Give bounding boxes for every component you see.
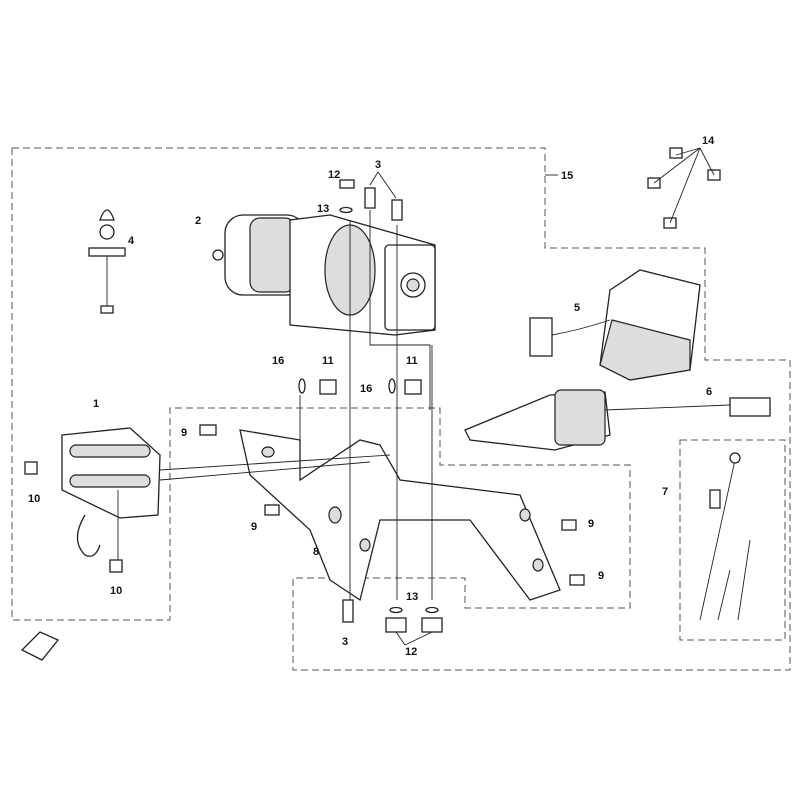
bolt-9 xyxy=(264,504,280,516)
callout-13: 13 xyxy=(317,203,329,215)
bolt-14 xyxy=(669,147,683,159)
assembly-boundary-15 xyxy=(12,147,791,432)
mounting-bracket xyxy=(239,429,561,602)
leader-lines xyxy=(117,147,715,646)
cable-set xyxy=(699,452,751,621)
callout-3: 3 xyxy=(342,636,348,648)
bolt-3 xyxy=(391,199,403,221)
control-relay xyxy=(529,269,701,381)
bolt-3 xyxy=(364,187,376,209)
assembly-boundary-left xyxy=(11,148,791,671)
callout-11: 11 xyxy=(322,355,334,367)
front-direction-arrow-icon xyxy=(20,631,60,661)
callout-1: 1 xyxy=(93,398,99,410)
callout-3: 3 xyxy=(375,159,381,171)
fasteners xyxy=(24,147,721,633)
nut-11 xyxy=(319,379,337,395)
washer-16 xyxy=(298,378,306,394)
callout-13: 13 xyxy=(406,591,418,603)
bolt-3 xyxy=(342,599,354,623)
callout-9: 9 xyxy=(588,518,594,530)
callout-9: 9 xyxy=(251,521,257,533)
callout-10: 10 xyxy=(110,585,122,597)
callout-10: 10 xyxy=(28,493,40,505)
bolt-9 xyxy=(199,424,217,436)
nut-11 xyxy=(404,379,422,395)
bolt-10 xyxy=(109,559,123,573)
callout-9: 9 xyxy=(181,427,187,439)
nut-12 xyxy=(421,617,443,633)
washer-13 xyxy=(339,206,353,214)
callout-4: 4 xyxy=(128,235,135,247)
nut-12 xyxy=(385,617,407,633)
bolt-9 xyxy=(569,574,585,586)
callout-12: 12 xyxy=(405,646,417,658)
washer-13 xyxy=(389,606,403,614)
washer-16 xyxy=(388,378,396,394)
callout-11: 11 xyxy=(406,355,418,367)
washer-13 xyxy=(425,606,439,614)
callout-2: 2 xyxy=(195,215,201,227)
nut-12 xyxy=(339,179,355,189)
bolt-10 xyxy=(24,461,38,475)
callout-14: 14 xyxy=(702,135,715,147)
winch-fairlead xyxy=(61,427,161,557)
handle-remote xyxy=(464,389,771,451)
key-switch xyxy=(88,209,126,314)
callout-7: 7 xyxy=(662,486,668,498)
callout-9: 9 xyxy=(598,570,604,582)
callout-15: 15 xyxy=(561,170,573,182)
cable-box xyxy=(679,439,786,641)
winch-motor xyxy=(212,214,436,336)
callout-12: 12 xyxy=(328,169,340,181)
callout-6: 6 xyxy=(706,386,712,398)
callout-16: 16 xyxy=(360,383,372,395)
callouts: 1 2 3 3 4 5 6 7 8 9 9 9 9 10 10 11 11 12… xyxy=(28,135,715,658)
bolt-9 xyxy=(561,519,577,531)
callout-16: 16 xyxy=(272,355,284,367)
callout-5: 5 xyxy=(574,302,580,314)
callout-8: 8 xyxy=(313,546,319,558)
